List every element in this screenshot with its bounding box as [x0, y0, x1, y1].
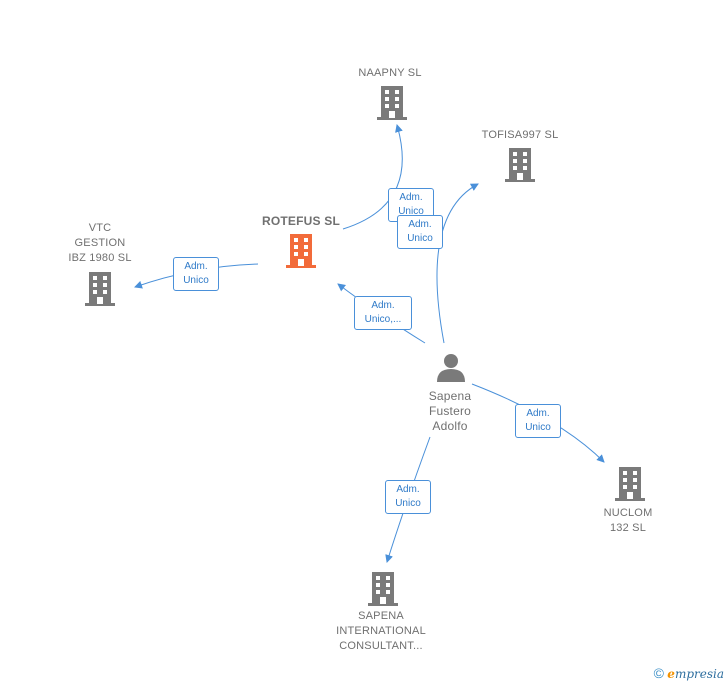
building-icon	[367, 572, 399, 606]
node-label: NAAPNY SL	[358, 67, 422, 79]
edge-label-person-rotefus[interactable]: Adm. Unico,...	[354, 296, 412, 330]
building-icon	[84, 272, 116, 306]
node-label: TOFISA997 SL	[481, 129, 559, 141]
brand-footer: © empresia	[654, 665, 724, 681]
node-label: NUCLOM 132 SL	[603, 507, 653, 534]
node-rotefus[interactable]: ROTEFUS SL	[246, 212, 356, 272]
node-label: VTC GESTION IBZ 1980 SL	[68, 222, 132, 264]
node-sapena-international[interactable]: SAPENA INTERNATIONAL CONSULTANT...	[316, 570, 446, 660]
edge-label-person-nuclom[interactable]: Adm. Unico	[515, 404, 561, 438]
edge-label-person-tofisa[interactable]: Adm. Unico	[397, 215, 443, 249]
node-tofisa[interactable]: TOFISA997 SL	[468, 126, 572, 186]
node-person[interactable]: Sapena Fustero Adolfo	[400, 352, 500, 436]
node-nuclom[interactable]: NUCLOM 132 SL	[578, 465, 678, 537]
node-vtc[interactable]: VTC GESTION IBZ 1980 SL	[50, 221, 150, 311]
node-label: Sapena Fustero Adolfo	[428, 389, 472, 433]
building-icon	[614, 467, 646, 501]
edge-label-rotefus-vtc[interactable]: Adm. Unico	[173, 257, 219, 291]
node-naapny[interactable]: NAAPNY SL	[340, 64, 440, 124]
edge-label-person-sapena[interactable]: Adm. Unico	[385, 480, 431, 514]
building-icon	[504, 148, 536, 182]
brand-initial: e	[667, 667, 675, 681]
edge-person-tofisa	[436, 183, 479, 344]
brand-name: mpresia	[674, 667, 724, 681]
node-label: ROTEFUS SL	[261, 214, 340, 228]
building-icon	[376, 86, 408, 120]
person-icon	[436, 352, 466, 382]
building-icon	[285, 234, 317, 268]
copyright-symbol: ©	[653, 665, 664, 681]
node-label: SAPENA INTERNATIONAL CONSULTANT...	[336, 610, 426, 652]
